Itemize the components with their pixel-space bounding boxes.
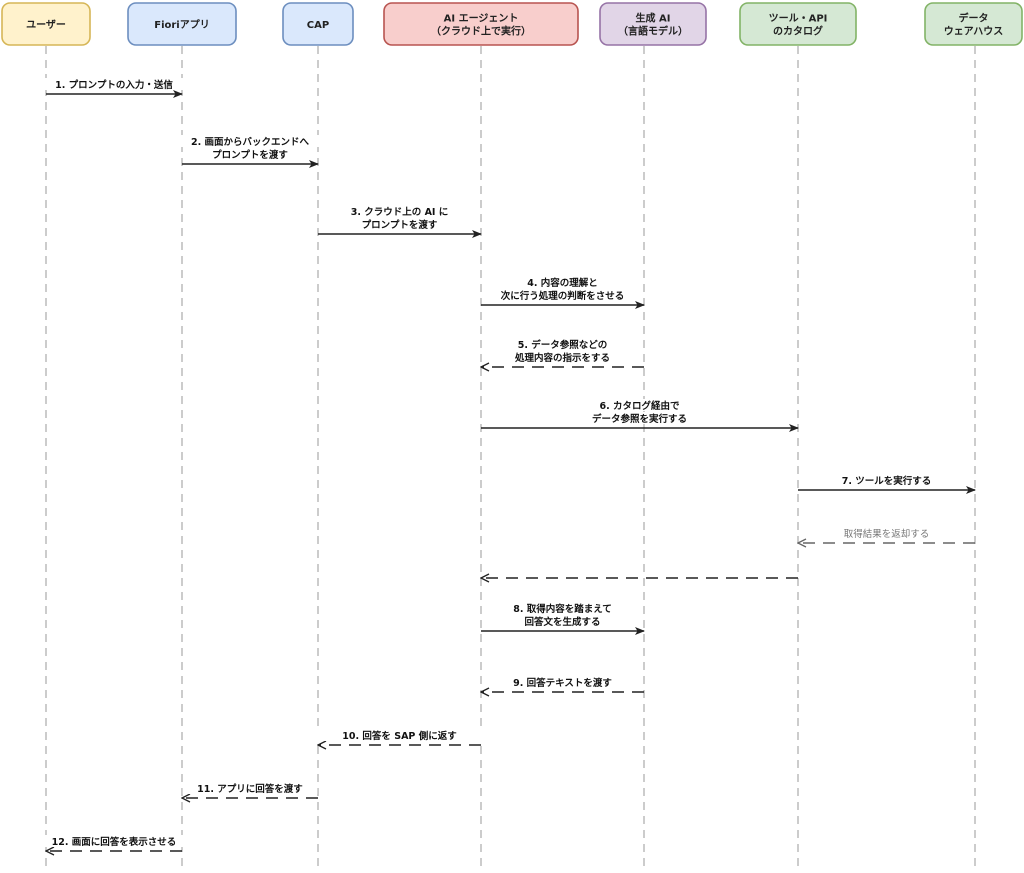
label-bg (505, 338, 620, 350)
participant-agent[interactable]: AI エージェント（クラウド上で実行） (383, 2, 579, 46)
message-1[interactable]: 1. プロンプトの入力・送信 (41, 78, 187, 98)
message-label: 1. プロンプトの入力・送信 (55, 79, 173, 91)
label-bg (829, 474, 944, 486)
participant-box (924, 2, 1023, 46)
label-bg (36, 835, 192, 847)
participant-label: データ (959, 12, 989, 25)
participant-genai[interactable]: 生成 AI（言語モデル） (599, 2, 707, 46)
label-bg (208, 148, 292, 160)
message-label: 4. 内容の理解と (527, 277, 598, 289)
message-14[interactable]: 12. 画面に回答を表示させる (36, 835, 192, 851)
participant-cap[interactable]: CAP (282, 2, 354, 46)
message-label: 11. アプリに回答を渡す (197, 783, 303, 795)
message-label: 7. ツールを実行する (842, 475, 932, 487)
message-label: 5. データ参照などの (518, 339, 608, 351)
label-bg (500, 602, 625, 614)
participant-label: AI エージェント (444, 13, 519, 25)
message-label: 3. クラウド上の AI に (351, 206, 449, 218)
message-12[interactable]: 10. 回答を SAP 側に返す (316, 729, 483, 745)
participant-label: （クラウド上で実行） (431, 25, 531, 38)
message-label: 6. カタログ経由で (599, 400, 680, 412)
label-bg (182, 782, 318, 794)
message-label: 12. 画面に回答を表示させる (52, 836, 177, 848)
label-bg (41, 78, 187, 90)
message-label: 取得結果を返却する (844, 528, 930, 540)
participant-box (1, 2, 91, 46)
participant-label: のカタログ (773, 25, 823, 38)
participant-box (599, 2, 707, 46)
label-bg (316, 729, 483, 741)
participant-user[interactable]: ユーザー (1, 2, 91, 46)
participant-label: Fioriアプリ (154, 18, 210, 31)
label-bg (177, 135, 323, 147)
label-bg (587, 412, 692, 424)
label-bg (500, 676, 625, 688)
label-bg (520, 615, 605, 627)
message-label: データ参照を実行する (592, 413, 687, 425)
participant-box (127, 2, 237, 46)
participant-label: ユーザー (26, 19, 66, 31)
participant-box (383, 2, 579, 46)
label-bg (510, 351, 615, 363)
participant-label: CAP (307, 20, 329, 31)
message-label: 2. 画面からバックエンドへ (191, 136, 310, 148)
message-label: 8. 取得内容を踏まえて (513, 603, 612, 615)
label-bg (357, 218, 442, 230)
message-label: 次に行う処理の判断をさせる (501, 290, 625, 302)
label-bg (494, 289, 631, 301)
message-label: プロンプトを渡す (212, 149, 288, 161)
message-label: 10. 回答を SAP 側に返す (342, 730, 457, 742)
participant-label: 生成 AI (636, 12, 671, 25)
message-label: プロンプトを渡す (362, 219, 438, 231)
participant-fiori[interactable]: Fioriアプリ (127, 2, 237, 46)
message-label: 回答文を生成する (524, 616, 600, 628)
participant-label: ウェアハウス (944, 26, 1004, 38)
label-bg (587, 399, 692, 411)
message-label: 9. 回答テキストを渡す (513, 677, 612, 689)
participant-box (739, 2, 857, 46)
label-bg (839, 527, 934, 539)
participant-label: （言語モデル） (618, 25, 688, 38)
participant-label: ツール・API (769, 13, 828, 25)
message-8[interactable]: 取得結果を返却する (798, 527, 975, 543)
message-7[interactable]: 7. ツールを実行する (798, 474, 976, 494)
message-label: 処理内容の指示をする (514, 352, 610, 364)
message-13[interactable]: 11. アプリに回答を渡す (182, 782, 318, 798)
participant-box (282, 2, 354, 46)
label-bg (515, 276, 610, 288)
label-bg (326, 205, 473, 217)
message-11[interactable]: 9. 回答テキストを渡す (481, 676, 644, 692)
